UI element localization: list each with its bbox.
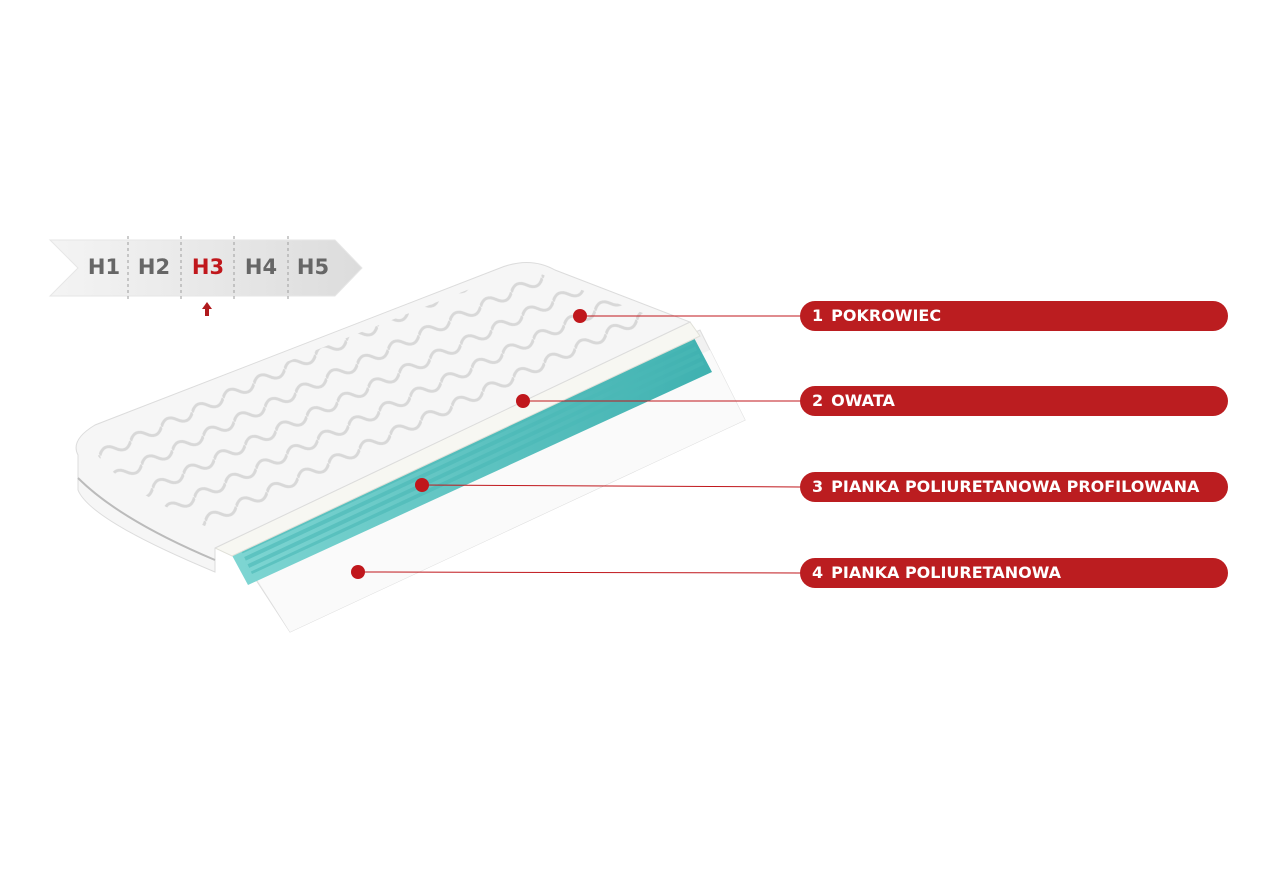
- hardness-h1: H1: [87, 255, 121, 279]
- layer-name: PIANKA POLIURETANOWA: [831, 563, 1062, 582]
- layer-number: 4: [812, 563, 824, 582]
- hardness-h4: H4: [244, 255, 278, 279]
- layer-number: 1: [812, 306, 824, 325]
- callout-dot-4: [351, 565, 365, 579]
- layer-number: 2: [812, 391, 824, 410]
- callout-dot-3: [415, 478, 429, 492]
- callouts: [351, 309, 801, 579]
- layer-number: 3: [812, 477, 824, 496]
- layer-label-1: 1 POKROWIEC: [800, 301, 1228, 331]
- layer-label-4: 4 PIANKA POLIURETANOWA: [800, 558, 1228, 588]
- layer-name: OWATA: [831, 391, 895, 410]
- hardness-h3-selected: H3: [191, 255, 225, 279]
- selected-arrow-icon: [202, 302, 212, 316]
- layer-name: PIANKA POLIURETANOWA PROFILOWANA: [831, 477, 1200, 496]
- callout-dot-2: [516, 394, 530, 408]
- hardness-h2: H2: [137, 255, 171, 279]
- layer-label-3: 3 PIANKA POLIURETANOWA PROFILOWANA: [800, 472, 1228, 502]
- layer-name: POKROWIEC: [831, 306, 942, 325]
- callout-dot-1: [573, 309, 587, 323]
- layer-label-2: 2 OWATA: [800, 386, 1228, 416]
- hardness-scale: [48, 236, 363, 316]
- hardness-h5: H5: [296, 255, 330, 279]
- mattress-illustration: [75, 262, 746, 633]
